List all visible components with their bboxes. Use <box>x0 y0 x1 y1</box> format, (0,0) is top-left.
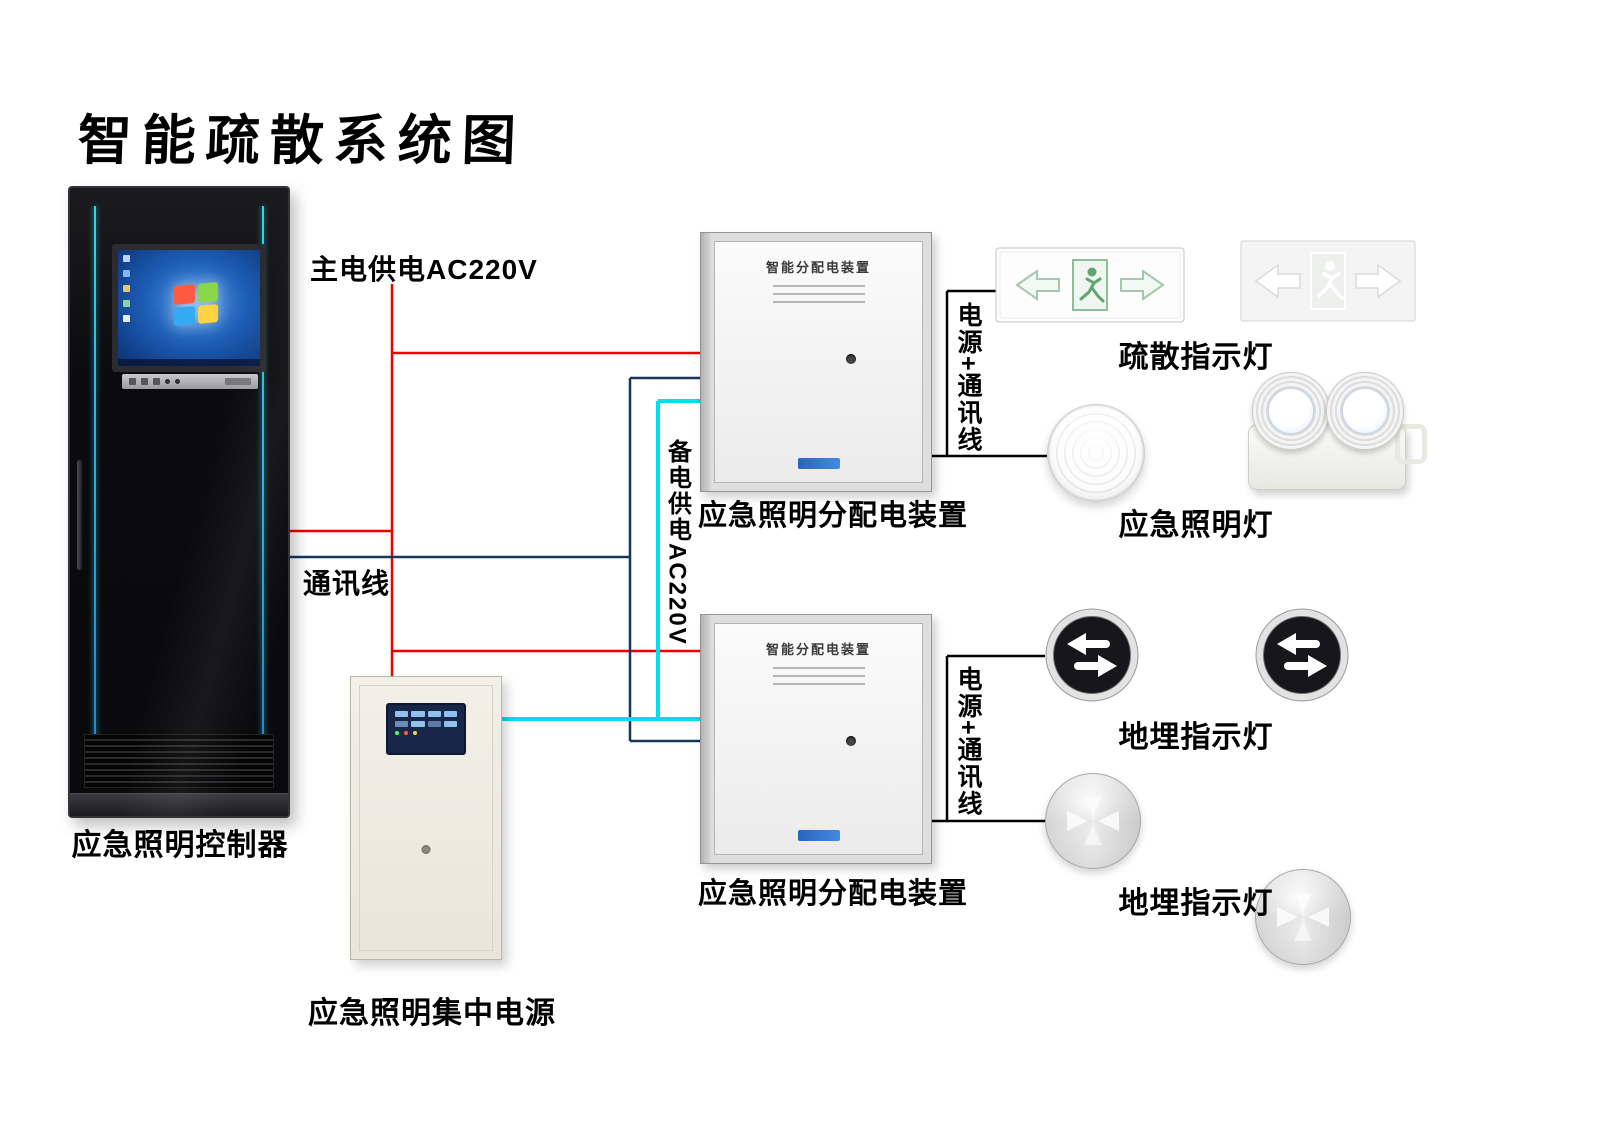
desktop-icons <box>123 255 130 322</box>
buried-light-arrow-2 <box>1255 608 1349 707</box>
brand-logo <box>797 458 840 469</box>
exit-sign-graphic <box>995 247 1185 323</box>
lamp-handle <box>1395 424 1427 464</box>
backup-power-label: 备电供电AC220V <box>663 438 691 646</box>
exit-sign-graphic <box>1240 240 1416 322</box>
etched-star-icon <box>1067 797 1119 845</box>
double-arrow-icon <box>1045 608 1139 702</box>
lamp-head-left <box>1252 372 1330 450</box>
arrow-right-icon <box>1120 269 1165 301</box>
etched-star-icon <box>1277 893 1329 941</box>
windows-logo-icon <box>174 282 218 326</box>
main-power-line <box>286 284 706 676</box>
power-comm-top-label: 电源+通讯线 <box>954 302 982 454</box>
taskbar <box>118 359 260 366</box>
panel-title: 智能分配电装置 <box>765 260 871 275</box>
lock-icon <box>846 736 856 746</box>
arrow-left-icon <box>1254 263 1301 299</box>
brand-logo <box>797 830 840 841</box>
rack-base <box>70 793 288 816</box>
panel-indicator-text <box>772 285 865 309</box>
power-comm-line-top <box>928 289 1047 458</box>
backup-power-line <box>502 399 706 721</box>
buried-lights-bottom-label: 地埋指示灯 <box>1118 887 1274 920</box>
arrow-right-icon <box>1355 263 1402 299</box>
distribution-box-bottom-label: 应急照明分配电装置 <box>698 878 969 910</box>
lock-icon <box>846 354 856 364</box>
lamp-head-right <box>1326 372 1404 450</box>
buried-light-arrow-1 <box>1045 608 1139 707</box>
ceiling-emergency-light <box>1047 404 1145 502</box>
central-power-cabinet <box>350 676 502 960</box>
controller-label: 应急照明控制器 <box>71 829 289 862</box>
exit-signs-label: 疏散指示灯 <box>1118 341 1274 374</box>
box-door: 智能分配电装置 <box>714 623 923 855</box>
buried-light-steel-2 <box>1255 869 1351 965</box>
rack-accent-right <box>262 206 264 746</box>
running-man-icon <box>1317 261 1344 300</box>
cabinet-display <box>386 703 466 755</box>
box-side-edge <box>701 233 711 491</box>
distribution-box-top: 智能分配电装置 <box>700 232 932 492</box>
box-door: 智能分配电装置 <box>714 241 923 483</box>
main-power-label: 主电供电AC220V <box>310 254 538 285</box>
rack-screen <box>112 244 266 372</box>
central-power-label: 应急照明集中电源 <box>308 997 556 1030</box>
rack-vent <box>84 734 274 788</box>
exit-sign-2 <box>1240 240 1416 322</box>
power-comm-bottom-label: 电源+通讯线 <box>954 666 982 818</box>
comm-line-label: 通讯线 <box>303 568 391 599</box>
cabinet-door <box>359 685 493 951</box>
distribution-box-bottom: 智能分配电装置 <box>700 614 932 864</box>
communication-line <box>286 376 706 743</box>
arrow-left-icon <box>1015 269 1060 301</box>
buried-lights-top-label: 地埋指示灯 <box>1118 721 1274 754</box>
emergency-lights-label: 应急照明灯 <box>1118 509 1274 542</box>
power-comm-line-bottom <box>928 654 1045 823</box>
controller-rack <box>68 186 290 818</box>
distribution-box-top-label: 应急照明分配电装置 <box>698 500 969 532</box>
rack-accent-left <box>94 206 96 746</box>
buried-light-steel-1 <box>1045 773 1141 869</box>
rack-control-panel <box>122 374 258 389</box>
twin-spot-emergency-light <box>1248 372 1427 490</box>
running-man-icon <box>1079 267 1105 303</box>
box-side-edge <box>701 615 711 863</box>
diagram-title: 智能疏散系统图 <box>76 111 527 171</box>
panel-title: 智能分配电装置 <box>765 642 871 657</box>
panel-indicator-text <box>772 667 865 691</box>
keyhole-icon <box>421 845 431 854</box>
exit-sign-1 <box>995 247 1185 323</box>
double-arrow-icon <box>1255 608 1349 702</box>
rack-door-handle <box>77 460 82 570</box>
